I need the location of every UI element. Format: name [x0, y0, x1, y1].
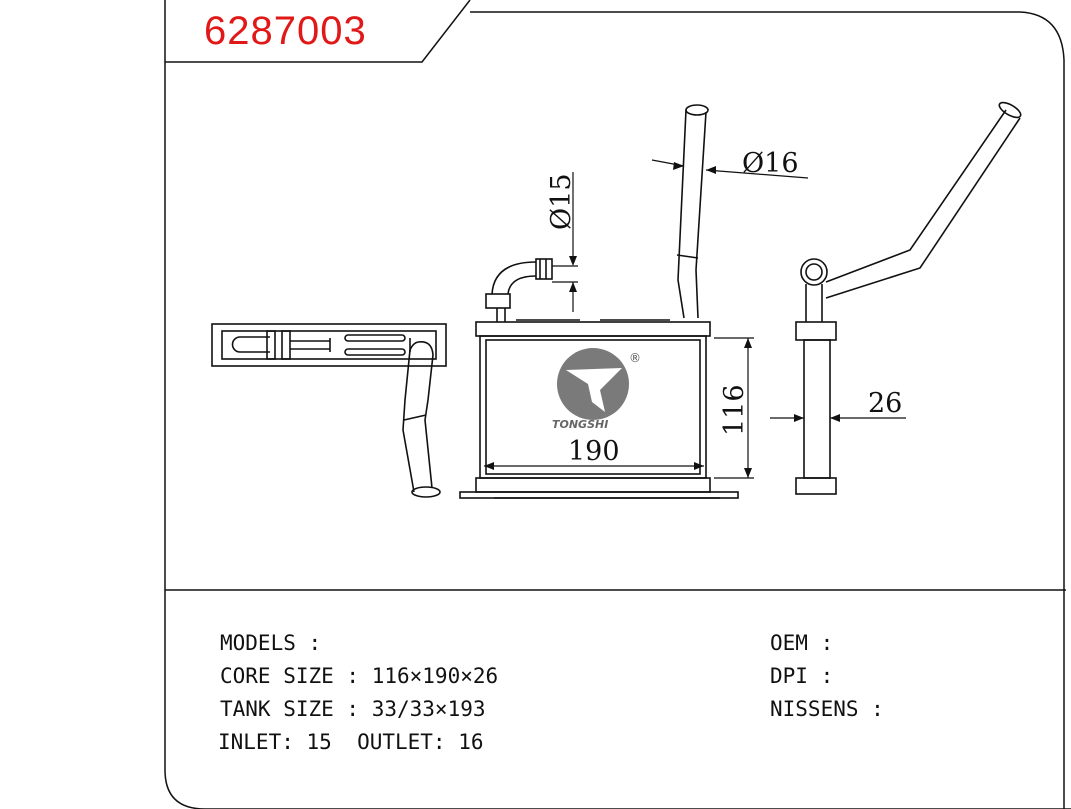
brand-logo-text: TONGSHI: [552, 418, 608, 431]
outlet-diameter-label: Ø16: [742, 148, 799, 179]
depth-dimension-label: 26: [868, 388, 902, 419]
top-view-bracket: [211, 323, 447, 367]
dimension-lines: [484, 159, 906, 479]
top-view-pipe: [402, 340, 441, 498]
front-view-core: [459, 319, 739, 499]
registered-mark: ®: [629, 351, 641, 365]
outlet-pipe: [676, 104, 709, 319]
spec-oem: OEM :: [770, 631, 834, 655]
spec-inlet-outlet: INLET: 15 OUTLET: 16: [218, 730, 484, 754]
brand-logo: ® TONGSHI: [552, 348, 641, 431]
inlet-diameter-label: Ø15: [546, 174, 577, 231]
height-dimension-label: 116: [719, 384, 750, 436]
part-number: 6287003: [204, 9, 367, 53]
spec-core-size: CORE SIZE : 116×190×26: [220, 664, 499, 688]
spec-models: MODELS :: [220, 631, 322, 655]
spec-nissens: NISSENS :: [770, 697, 884, 721]
spec-tank-size: TANK SIZE : 33/33×193: [220, 697, 486, 721]
inlet-pipe: [485, 258, 553, 322]
spec-dpi: DPI :: [770, 664, 834, 688]
dimension-arrows: [484, 162, 840, 478]
side-view-core: [795, 101, 1022, 495]
width-dimension-label: 190: [568, 436, 620, 467]
